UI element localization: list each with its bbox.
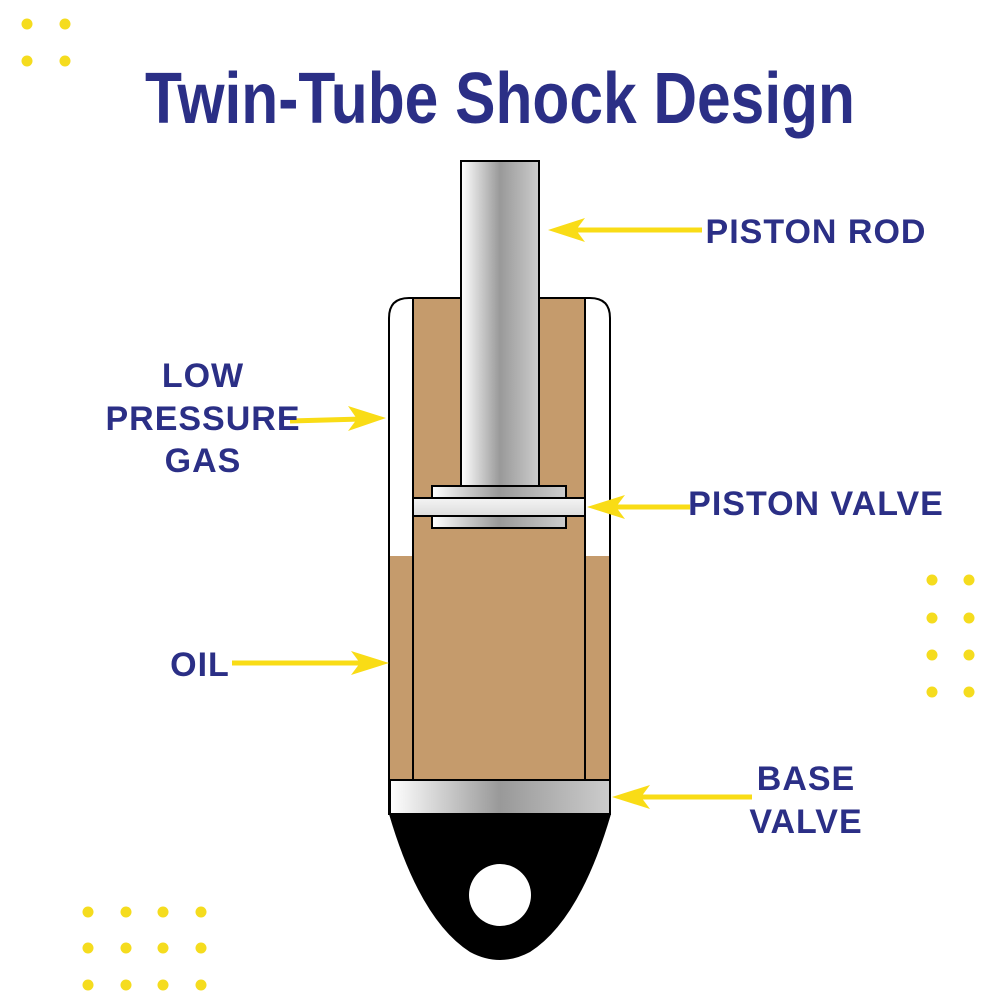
label-oil: OIL (170, 646, 230, 684)
arrow-base-valve (612, 785, 752, 809)
arrow-piston-rod (548, 218, 702, 242)
decorative-dot (963, 649, 975, 661)
decorative-dot (82, 942, 94, 954)
decorative-dot (926, 574, 938, 586)
decorative-dot (963, 612, 975, 624)
decorative-dot (195, 979, 207, 991)
decorative-dot (157, 906, 169, 918)
arrows (232, 218, 752, 809)
decorative-dot (926, 686, 938, 698)
label-base-valve-line2: VALVE (749, 803, 862, 841)
decorative-dot (963, 686, 975, 698)
piston-lower-plate (431, 515, 567, 529)
decorative-dot (157, 942, 169, 954)
decorative-dot (82, 979, 94, 991)
label-base-valve-line1: BASE (757, 760, 855, 798)
decorative-dot (82, 906, 94, 918)
shock-absorber (388, 160, 611, 960)
label-low-pressure-gas-line3: GAS (165, 442, 242, 480)
decorative-dot (21, 55, 33, 67)
decorative-dot (59, 18, 71, 30)
diagram-title: Twin-Tube Shock Design (145, 59, 855, 139)
decorative-dot (926, 612, 938, 624)
decorative-dot (157, 979, 169, 991)
decorative-dot (120, 942, 132, 954)
label-low-pressure-gas-line2: PRESSURE (105, 400, 300, 438)
decorative-dots (21, 18, 975, 991)
decorative-dot (120, 979, 132, 991)
arrow-low-pressure-gas (289, 406, 386, 431)
mount-eyelet (469, 864, 531, 926)
piston-valve (412, 497, 586, 517)
decorative-dot (120, 906, 132, 918)
label-piston-rod: PISTON ROD (706, 213, 927, 251)
decorative-dot (21, 18, 33, 30)
piston-upper-plate (431, 485, 567, 499)
label-low-pressure-gas-line1: LOW (162, 357, 244, 395)
piston-rod (460, 160, 540, 488)
decorative-dot (195, 906, 207, 918)
arrow-piston-valve (587, 495, 690, 519)
base-valve (389, 779, 611, 815)
decorative-dot (59, 55, 71, 67)
decorative-dot (195, 942, 207, 954)
arrow-oil (232, 651, 389, 675)
decorative-dot (926, 649, 938, 661)
decorative-dot (963, 574, 975, 586)
label-piston-valve: PISTON VALVE (688, 485, 944, 523)
